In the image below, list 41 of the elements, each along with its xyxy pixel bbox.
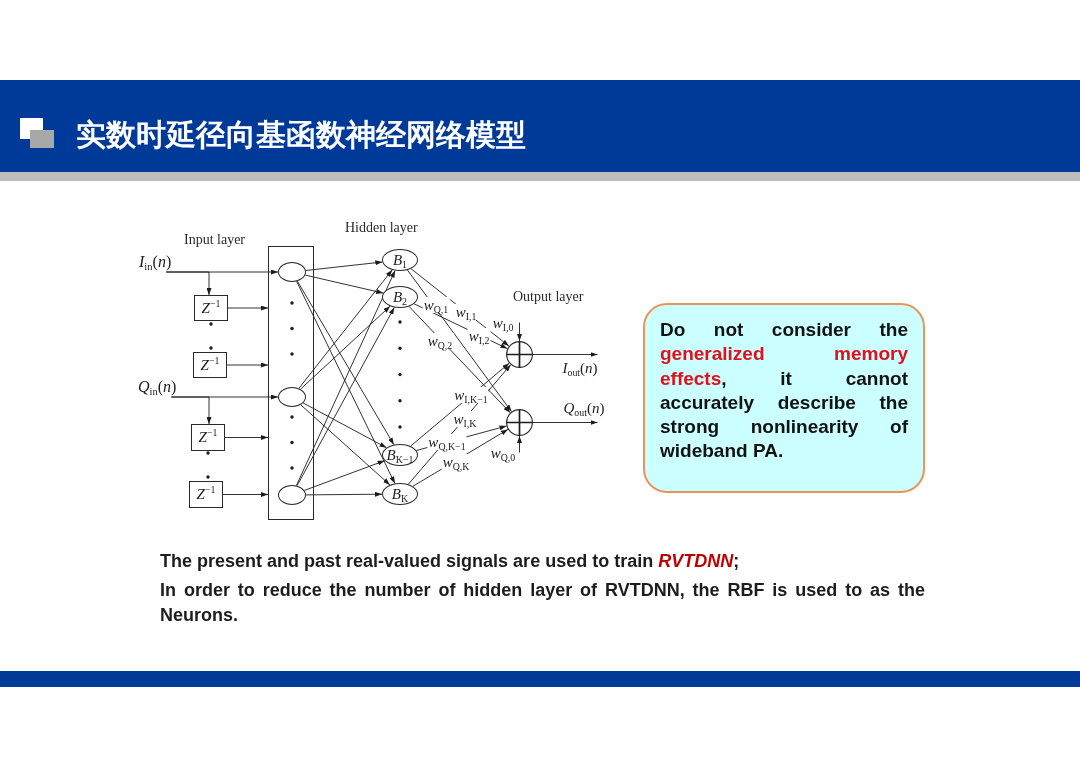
layer-heading: Hidden layer [345, 220, 418, 236]
delay-label: Z$^{−1}$ [200, 356, 220, 374]
weight-label: w$_{I,K}$ [452, 411, 478, 427]
body-text: The present and past real-valued signals are used to train RVTDNN; [160, 550, 741, 573]
weight-label: w$_{I,K−1}$ [453, 387, 489, 403]
input-layer-box [268, 246, 314, 520]
neuron-circle [278, 387, 306, 407]
weight-label: w$_{Q,1}$ [422, 297, 450, 313]
signal-label: Q$_{in}$(n) [138, 377, 177, 397]
neuron-circle [278, 262, 306, 282]
delay-box [193, 352, 227, 378]
weight-label: w$_{I,1}$ [454, 304, 478, 320]
summing-junction [506, 341, 533, 368]
weight-label: w$_{I,2}$ [467, 328, 491, 344]
neuron-circle [278, 485, 306, 505]
neuron-label: B$_{2}$ [392, 289, 408, 305]
delay-box [191, 424, 225, 451]
delay-label: Z$^{−1}$ [201, 299, 221, 317]
delay-label: Z$^{−1}$ [198, 429, 218, 446]
layer-heading: Output layer [513, 289, 584, 305]
neuron-node [382, 483, 418, 505]
neuron-node [382, 286, 418, 308]
neuron-node [382, 249, 418, 271]
weight-label: w$_{Q,K−1}$ [427, 434, 467, 450]
output-signal-label: Q$_{out}$(n) [562, 400, 606, 416]
neuron-label: B$_{K−1}$ [386, 447, 414, 463]
delay-box [189, 481, 223, 508]
signal-label: I$_{in}$(n) [139, 252, 172, 272]
output-signal-label: I$_{out}$(n) [561, 360, 599, 376]
delay-box [194, 295, 228, 321]
slide-title: 实数时延径向基函数神经网络模型 [76, 116, 526, 154]
weight-label: w$_{Q,2}$ [426, 333, 454, 349]
weight-label: w$_{Q,K}$ [441, 454, 471, 470]
summing-junction [506, 409, 533, 436]
note-text: Do not consider the generalized memory effects, it cannot accurately describe the strong nonlinearity of wideband PA. [660, 318, 908, 464]
delay-label: Z$^{−1}$ [196, 486, 216, 503]
neuron-label: B$_{1}$ [392, 252, 408, 268]
layer-heading: Input layer [184, 232, 246, 248]
body-text: In order to reduce the number of hidden layer of RVTDNN, the RBF is used to as the Neurons. [160, 579, 925, 627]
note-box [643, 303, 925, 493]
neuron-label: B$_{K}$ [391, 486, 409, 502]
